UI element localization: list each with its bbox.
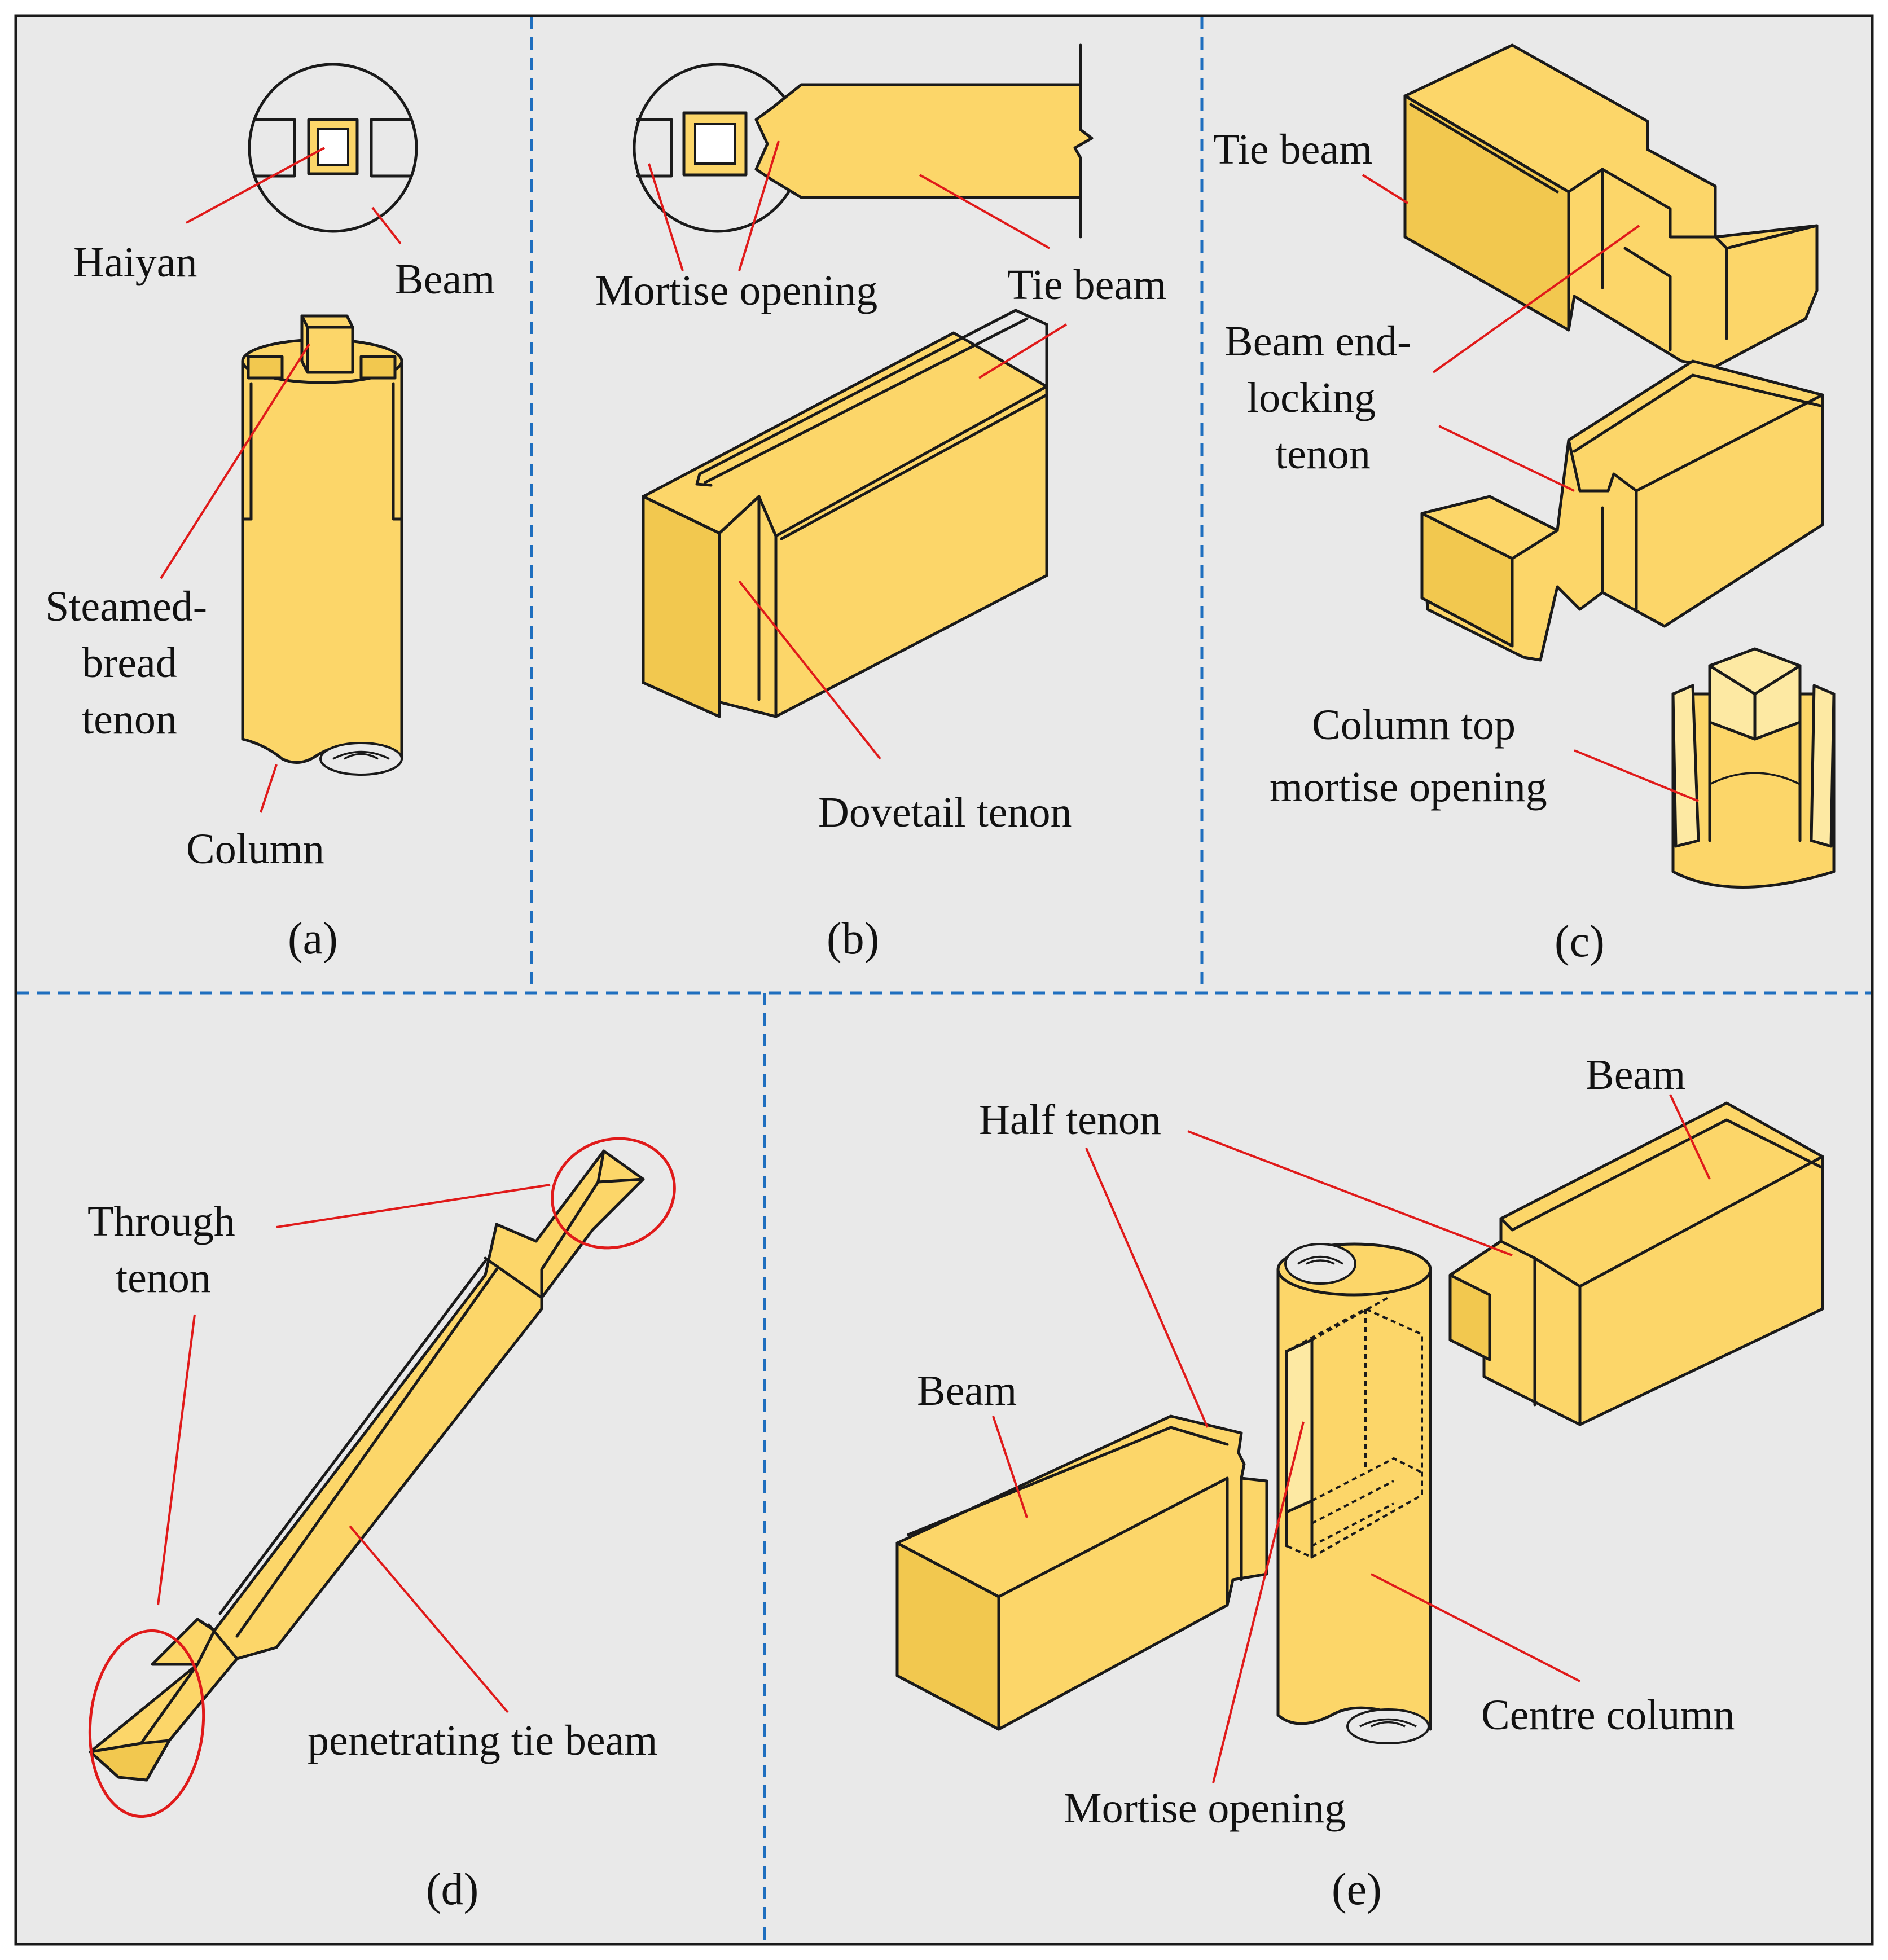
column-a: [241, 314, 403, 776]
caption-e: (e): [1332, 1865, 1382, 1914]
label-mortise-opening-e: Mortise opening: [1064, 1785, 1346, 1832]
label-steamed-bread-2: bread: [82, 639, 177, 687]
label-beam-end-3: tenon: [1275, 430, 1371, 478]
label-centre-column: Centre column: [1481, 1691, 1735, 1739]
panel-e: Beam Half tenon Beam Centre column Morti…: [895, 1051, 1824, 1914]
penetrating-tie-beam-3d: [89, 1149, 645, 1782]
column-top-mortise: [1671, 647, 1836, 889]
beam-top-right: [1448, 1101, 1824, 1426]
label-beam-end-2: locking: [1247, 374, 1376, 421]
label-dovetail-tenon: Dovetail tenon: [818, 789, 1072, 836]
label-steamed-bread-1: Steamed-: [45, 583, 207, 630]
label-beam-end-1: Beam end-: [1224, 318, 1411, 365]
caption-c: (c): [1555, 917, 1605, 966]
caption-b: (b): [827, 914, 879, 964]
label-column-top-2: mortise opening: [1270, 763, 1547, 811]
label-beam-top: Beam: [1586, 1051, 1685, 1098]
dovetail-beam-3d: [642, 309, 1048, 718]
panel-d: Through tenon penetrating tie beam (d): [87, 1137, 676, 1914]
label-column: Column: [186, 825, 324, 873]
tie-beam-lower: [1420, 359, 1824, 662]
label-tie-beam-b: Tie beam: [1007, 261, 1166, 309]
dovetail-plan-view: [633, 43, 1094, 239]
label-beam-left: Beam: [917, 1367, 1017, 1414]
label-steamed-bread-3: tenon: [82, 696, 177, 743]
label-penetrating-tie-beam: penetrating tie beam: [308, 1717, 657, 1764]
haiyan-plan-view: [248, 63, 418, 233]
label-half-tenon: Half tenon: [979, 1096, 1161, 1144]
label-tie-beam-c: Tie beam: [1213, 126, 1372, 173]
label-haiyan: Haiyan: [73, 239, 197, 286]
label-through-1: Through: [87, 1198, 235, 1245]
through-tenon-ring-top: [551, 1137, 676, 1250]
through-tenon-ring-bottom: [88, 1629, 205, 1818]
caption-a: (a): [288, 914, 338, 964]
label-column-top-1: Column top: [1312, 701, 1516, 749]
panel-b: Mortise opening Tie beam Dovetail tenon …: [595, 43, 1166, 964]
label-mortise-opening-b: Mortise opening: [595, 267, 877, 314]
tie-beam-upper: [1403, 43, 1819, 368]
panel-c: Tie beam Beam end- locking tenon Column …: [1213, 43, 1836, 966]
label-beam-a: Beam: [395, 256, 495, 303]
panel-a: Haiyan Beam Steamed- bread tenon Column …: [45, 63, 495, 964]
label-through-2: tenon: [116, 1254, 211, 1302]
beam-bottom-left: [895, 1414, 1268, 1731]
panel-dividers: [17, 17, 1871, 1943]
centre-column: [1276, 1242, 1432, 1744]
caption-d: (d): [426, 1865, 478, 1914]
